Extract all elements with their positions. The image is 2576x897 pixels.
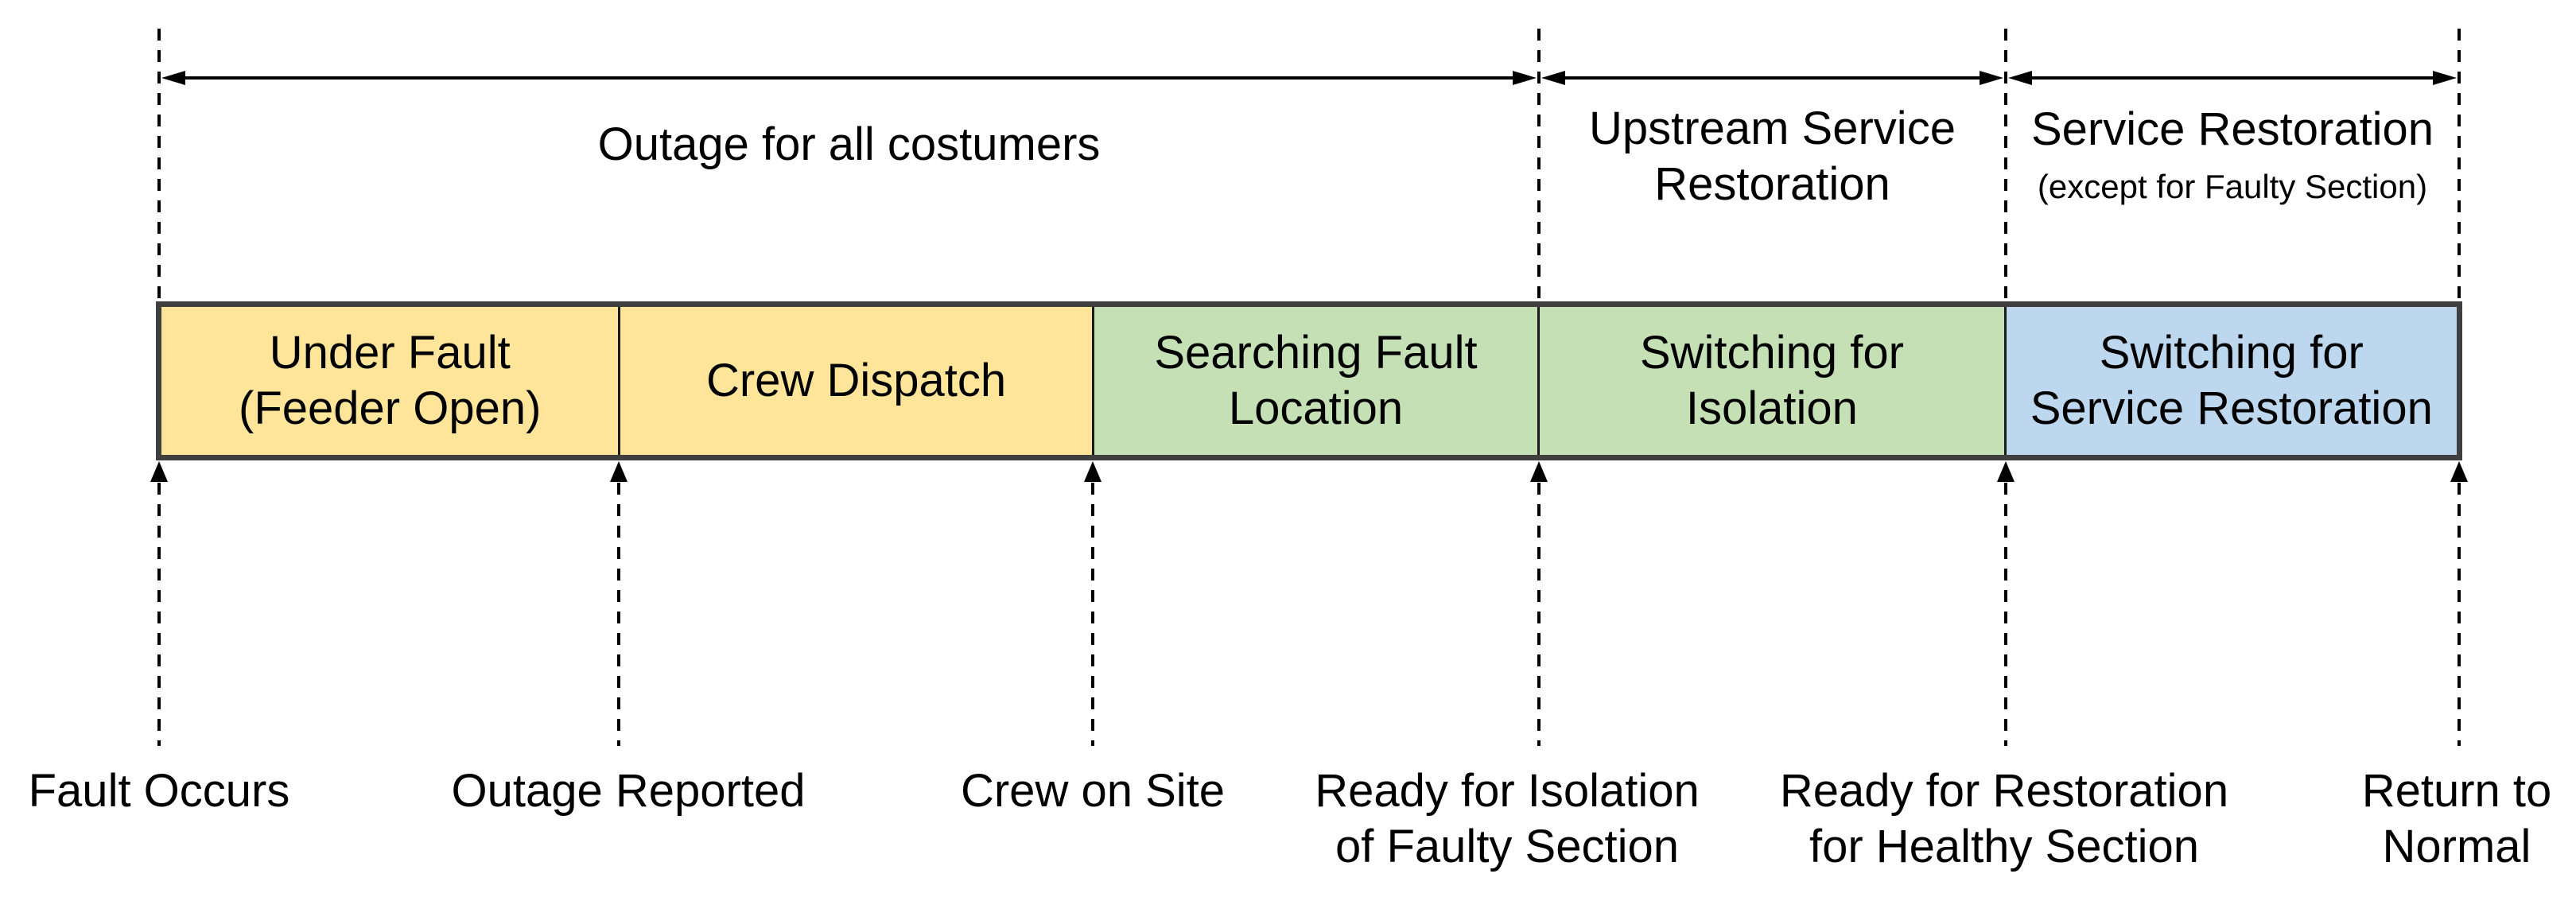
up-arrowhead-return-normal	[2450, 461, 2468, 482]
up-arrowhead-outage-reported	[610, 461, 627, 482]
span-label-outage-text: Outage for all costumers	[597, 118, 1101, 170]
arrowhead-right-3	[2433, 71, 2457, 85]
phase-switching-isolation: Switching for Isolation	[1537, 307, 2004, 455]
arrowhead-left-3	[2008, 71, 2032, 85]
event-label-fault-occurs-line1: Fault Occurs	[28, 765, 290, 817]
phase-under-fault-line1: Under Fault	[269, 327, 511, 379]
event-label-return-normal: Return to Normal	[2210, 763, 2576, 875]
phase-under-fault-line2: (Feeder Open)	[239, 382, 542, 434]
span-label-upstream-line2: Restoration	[1654, 158, 1890, 210]
phase-switching-service-restoration: Switching for Service Restoration	[2003, 307, 2457, 455]
phase-bar: Under Fault (Feeder Open) Crew Dispatch …	[156, 301, 2462, 460]
phase-crew-dispatch-line1: Crew Dispatch	[705, 355, 1007, 406]
event-label-ready-isolation-line2: of Faulty Section	[1335, 821, 1679, 872]
span-label-outage: Outage for all costumers	[159, 117, 1539, 173]
phase-switching-service-restoration-line2: Service Restoration	[2030, 382, 2433, 434]
phase-under-fault: Under Fault (Feeder Open)	[161, 307, 619, 455]
span-label-upstream-line1: Upstream Service	[1589, 103, 1956, 154]
event-label-crew-on-site: Crew on Site	[846, 763, 1339, 819]
event-label-crew-on-site-line1: Crew on Site	[960, 765, 1226, 817]
event-label-ready-restoration-line1: Ready for Restoration	[1779, 765, 2229, 817]
up-arrowhead-crew-on-site	[1084, 461, 1102, 482]
phase-searching-fault-line1: Searching Fault	[1154, 327, 1478, 379]
span-label-service-restoration-note: (except for Faulty Section)	[2037, 168, 2428, 205]
arrowhead-left-1	[161, 71, 185, 85]
event-label-ready-restoration-line2: for Healthy Section	[1809, 821, 2200, 872]
phase-switching-isolation-line1: Switching for	[1639, 327, 1904, 379]
event-label-ready-restoration: Ready for Restoration for Healthy Sectio…	[1758, 763, 2251, 875]
event-label-outage-reported: Outage Reported	[382, 763, 875, 819]
arrowhead-right-1	[1513, 71, 1537, 85]
event-label-outage-reported-line1: Outage Reported	[451, 765, 806, 817]
up-arrowhead-ready-isolation	[1530, 461, 1548, 482]
span-arrows	[161, 71, 2457, 85]
phase-crew-dispatch: Crew Dispatch	[618, 307, 1092, 455]
phase-switching-service-restoration-line1: Switching for	[2099, 327, 2364, 379]
event-label-ready-isolation: Ready for Isolation of Faulty Section	[1261, 763, 1754, 875]
event-label-fault-occurs: Fault Occurs	[0, 763, 406, 819]
event-label-return-normal-line2: Normal	[2382, 821, 2531, 872]
event-label-return-normal-line1: Return to	[2361, 765, 2552, 817]
arrowhead-right-2	[1980, 71, 2003, 85]
up-arrowhead-ready-restoration	[1997, 461, 2015, 482]
event-markers	[150, 461, 2468, 746]
phase-switching-isolation-line2: Isolation	[1685, 382, 1858, 434]
span-label-service-restoration: Service Restoration (except for Faulty S…	[2006, 102, 2459, 208]
arrowhead-left-2	[1541, 71, 1565, 85]
event-label-ready-isolation-line1: Ready for Isolation	[1315, 765, 1700, 817]
up-arrowhead-fault-occurs	[150, 461, 168, 482]
span-label-upstream: Upstream Service Restoration	[1539, 101, 2006, 212]
phase-searching-fault: Searching Fault Location	[1091, 307, 1538, 455]
span-label-service-restoration-line1: Service Restoration	[2030, 103, 2434, 155]
phase-searching-fault-line2: Location	[1228, 382, 1404, 434]
